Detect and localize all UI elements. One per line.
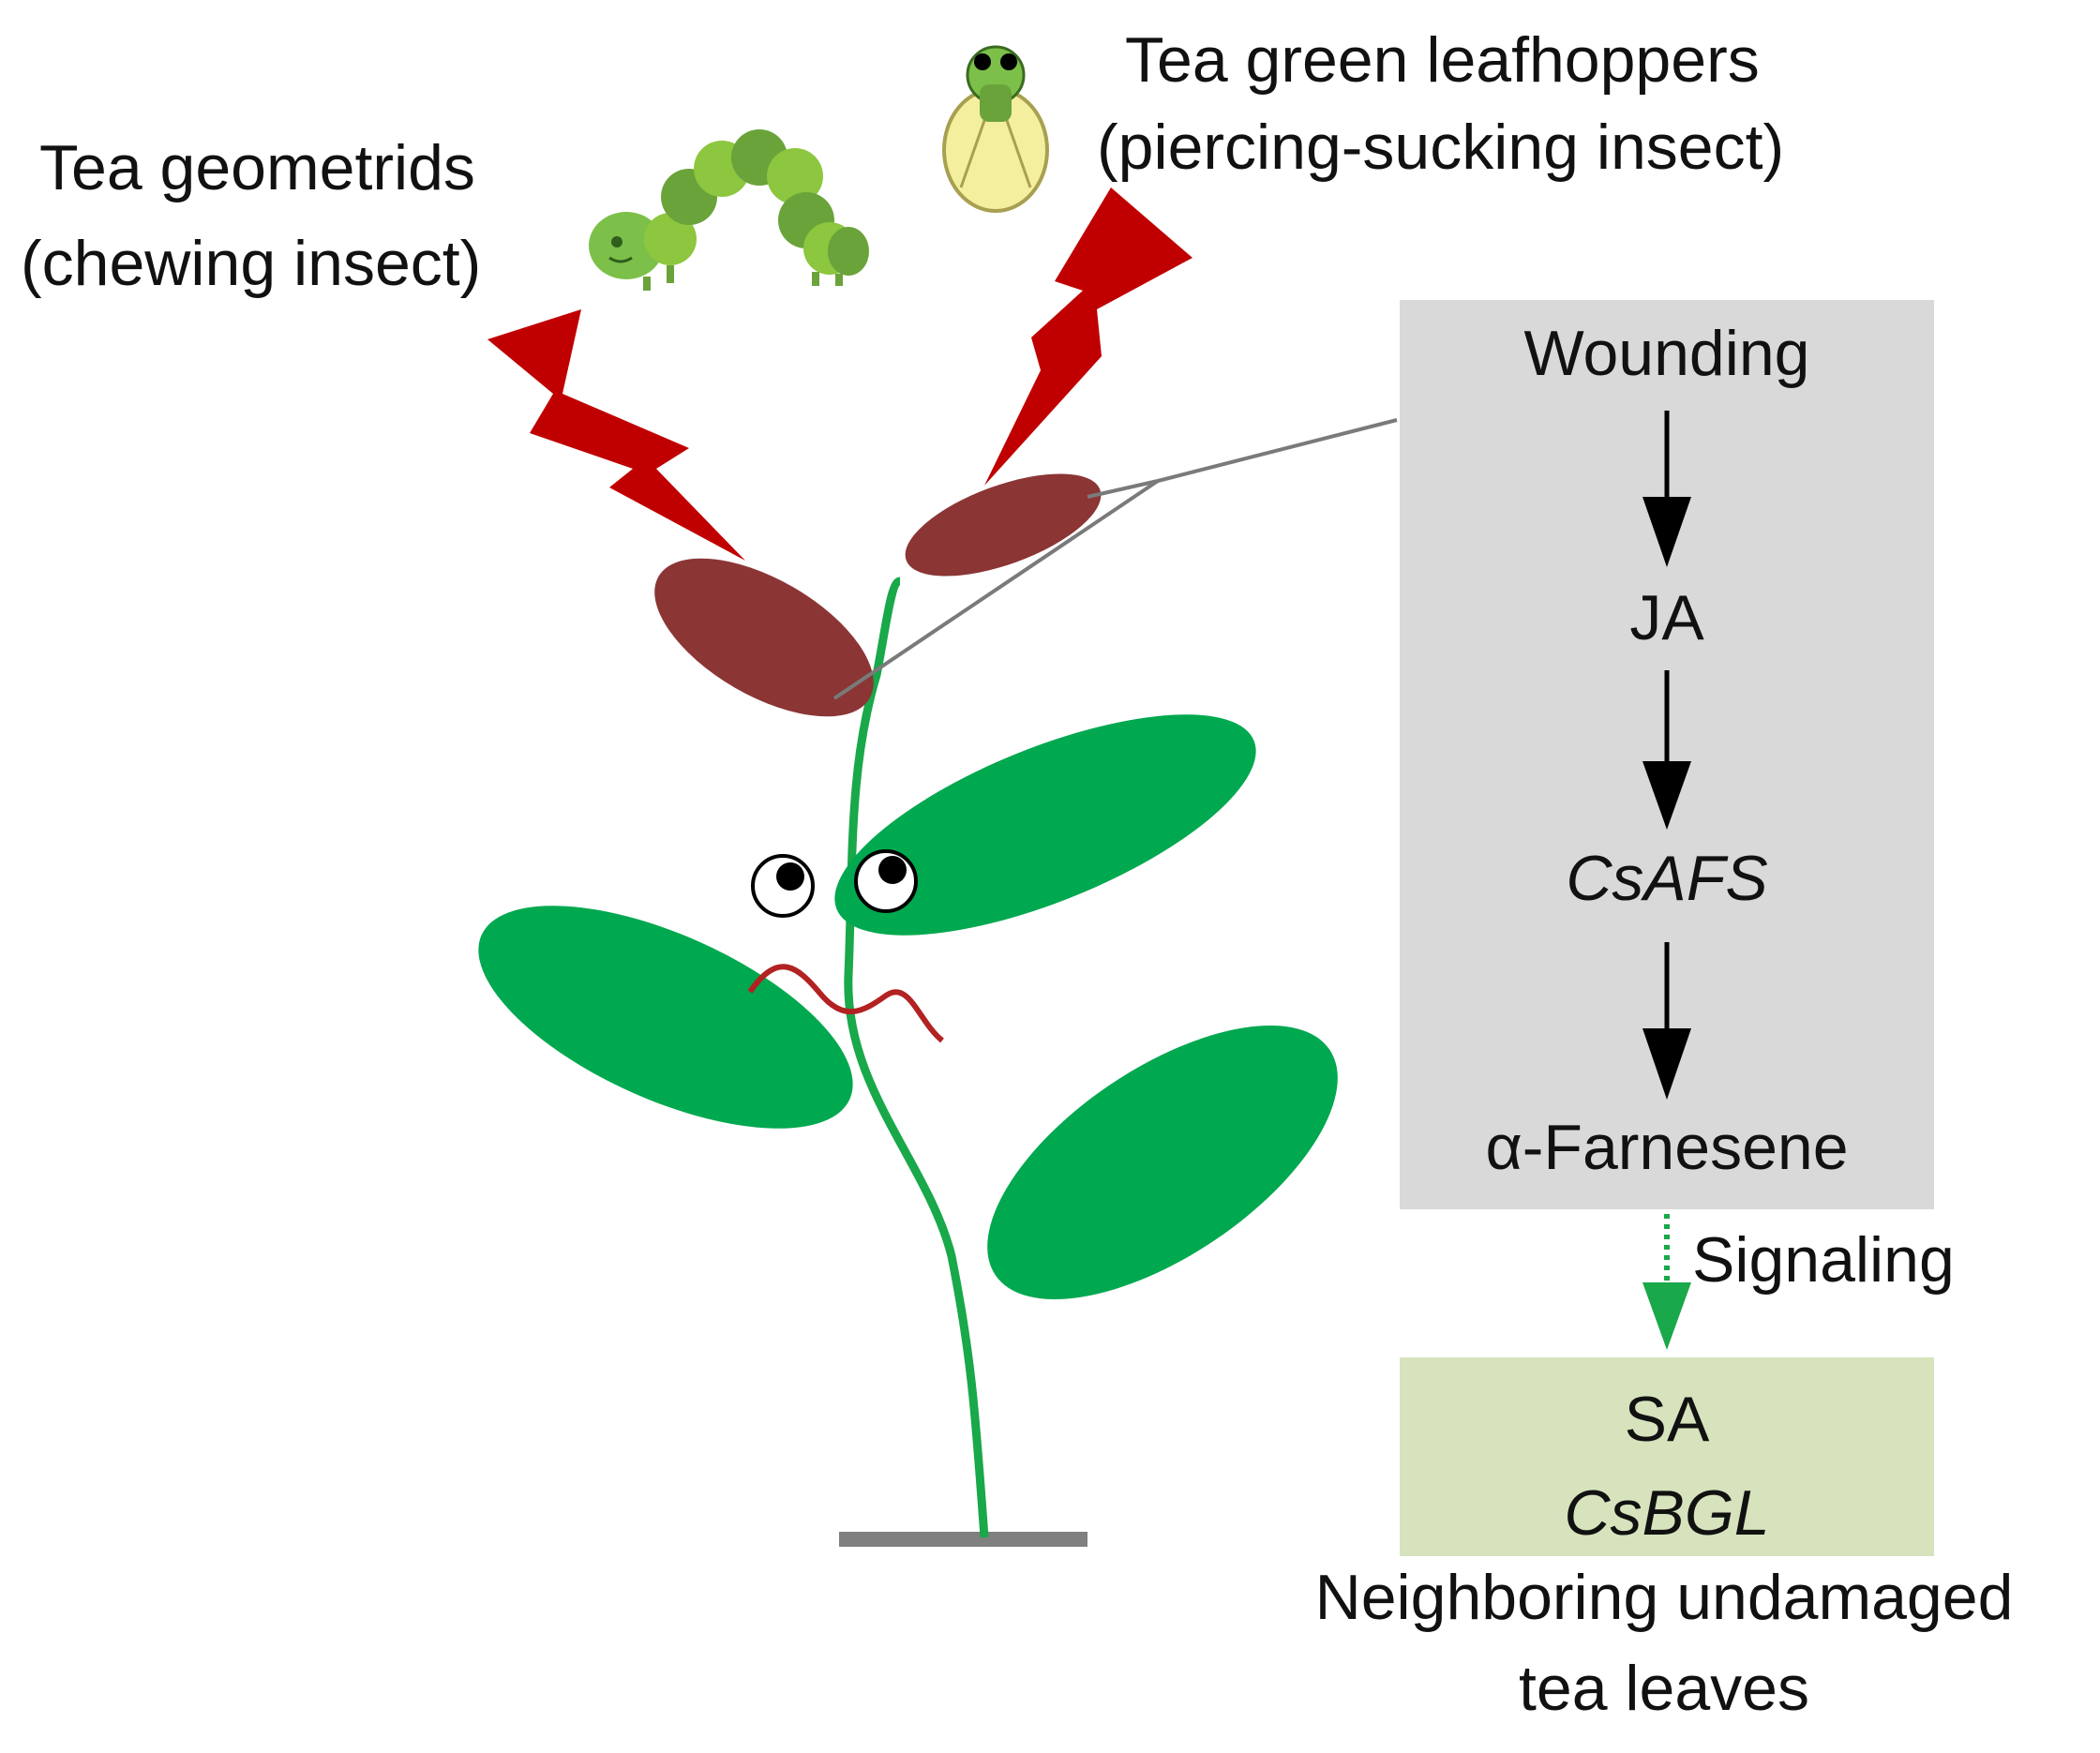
callout-line-left xyxy=(832,479,1160,700)
geometrid-label-line1: Tea geometrids xyxy=(39,132,475,203)
caterpillar-icon xyxy=(589,129,869,291)
pathway-step-csafs: CsAFS xyxy=(1566,843,1768,914)
signaling-arrow xyxy=(1642,1214,1691,1350)
pathway-step-ja: JA xyxy=(1629,582,1704,653)
plant-stem xyxy=(844,577,989,1538)
neighbor-box xyxy=(1400,1357,1934,1556)
arrow-wounding-ja xyxy=(1642,411,1691,567)
lightning-bolt-right xyxy=(984,187,1192,486)
ground-bar xyxy=(839,1532,1088,1547)
leafhopper-label-line1: Tea green leafhoppers xyxy=(1125,24,1760,96)
healthy-leaf-lower-left xyxy=(478,906,853,1129)
neighbor-sa: SA xyxy=(1624,1384,1710,1455)
eye-right xyxy=(854,849,918,913)
signaling-label: Signaling xyxy=(1692,1224,1955,1296)
callout-line-right-b xyxy=(1157,418,1398,483)
callout-line-right-a xyxy=(1087,479,1159,499)
leafhopper-icon xyxy=(942,45,1049,213)
neighbor-csbgl: CsBGL xyxy=(1564,1477,1770,1549)
pathway-step-farnesene: α-Farnesene xyxy=(1485,1112,1849,1183)
healthy-leaf-lower-right xyxy=(987,1025,1338,1300)
neighbor-caption-line1: Neighboring undamaged xyxy=(1314,1562,2014,1633)
worried-mouth xyxy=(747,964,944,1043)
damaged-leaf-left xyxy=(654,558,874,717)
damaged-leaf-right xyxy=(905,473,1102,577)
neighbor-caption-line2: tea leaves xyxy=(1519,1653,1809,1724)
lightning-bolt-left xyxy=(488,309,745,561)
healthy-leaf-upper-right xyxy=(834,714,1256,936)
arrow-csafs-farnesene xyxy=(1642,942,1691,1100)
leafhopper-label-line2: (piercing-sucking insect) xyxy=(1097,112,1785,183)
eye-left xyxy=(751,854,815,918)
pathway-step-wounding: Wounding xyxy=(1523,318,1810,389)
arrow-ja-csafs xyxy=(1642,670,1691,830)
geometrid-label-line2: (chewing insect) xyxy=(21,228,482,299)
